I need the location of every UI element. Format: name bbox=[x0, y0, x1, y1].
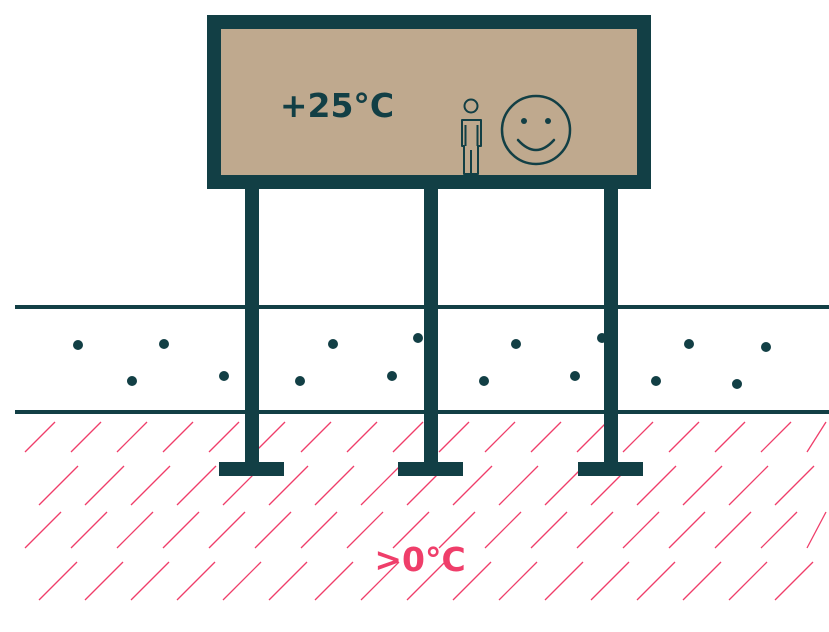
pile-right bbox=[578, 186, 643, 476]
smiley-face-icon bbox=[500, 94, 572, 166]
soil-dots bbox=[73, 333, 771, 389]
person-icon bbox=[461, 98, 482, 175]
pile-left bbox=[219, 186, 284, 476]
building bbox=[207, 15, 651, 189]
inside-temperature-label: +25°C bbox=[280, 86, 394, 125]
ground-temperature-label: >0°C bbox=[374, 540, 465, 579]
pile-center bbox=[398, 186, 463, 476]
